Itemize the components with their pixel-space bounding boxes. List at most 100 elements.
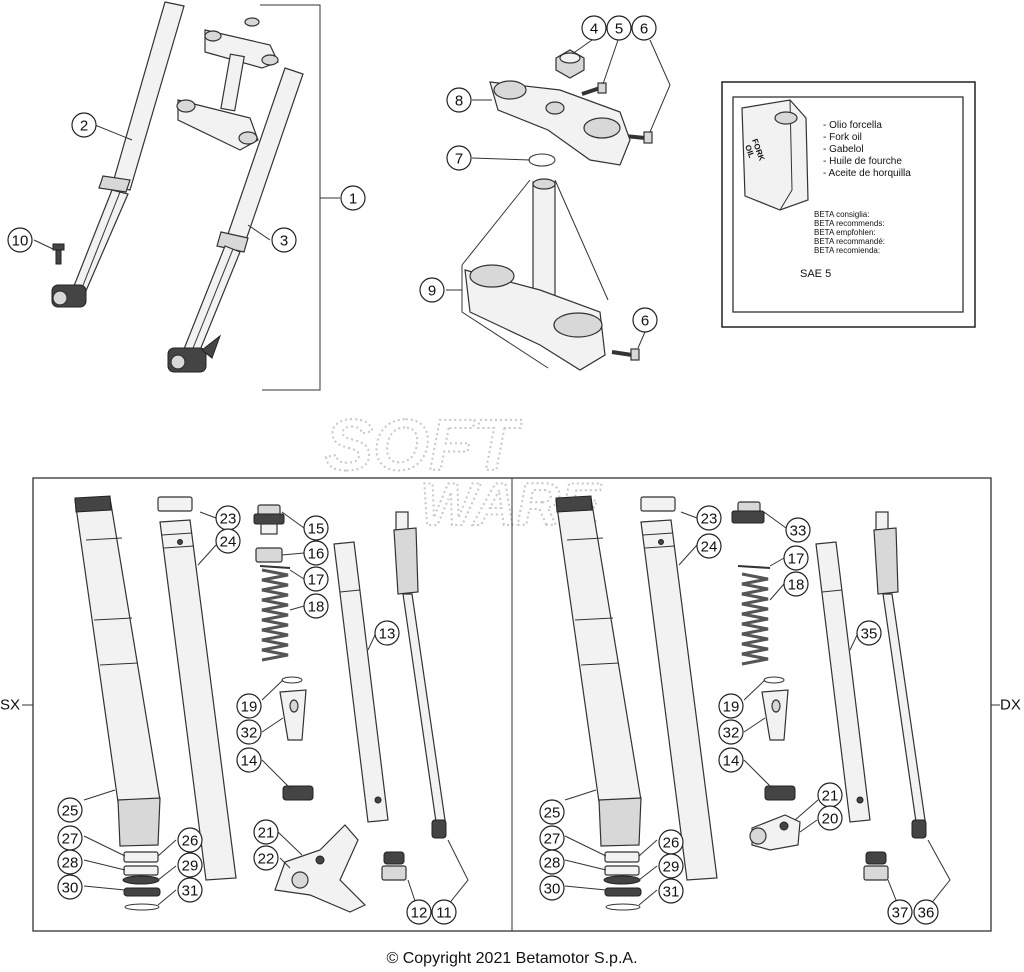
callout-number: 21	[822, 788, 839, 805]
callout-number: 14	[241, 753, 258, 770]
callout-number: 14	[723, 753, 740, 770]
callout-number: 15	[308, 521, 325, 538]
callout-circle	[658, 878, 684, 904]
callout-number: 6	[640, 21, 648, 38]
callout-circle	[177, 877, 203, 903]
callout-circle	[539, 849, 565, 875]
triple-clamp-assembly	[176, 17, 279, 151]
callout-c9: 9	[419, 277, 445, 303]
callout-r37: 37	[887, 899, 913, 925]
callout-number: 5	[615, 21, 623, 38]
callout-l11: 11	[431, 899, 457, 925]
callout-number: 27	[544, 831, 561, 848]
dx-foot-20	[749, 814, 801, 851]
callout-number: 37	[892, 905, 909, 922]
callout-circle	[177, 827, 203, 853]
callout-l13: 13	[374, 620, 400, 646]
oil-name-es: - Aceite de horquilla	[823, 168, 911, 179]
callout-circle	[406, 899, 432, 925]
callout-number: 33	[790, 523, 807, 540]
bolt-5	[581, 82, 607, 96]
callout-number: 1	[349, 191, 357, 208]
callout-number: 19	[241, 699, 258, 716]
o-ring-7	[528, 153, 556, 167]
callout-circle	[658, 853, 684, 879]
callout-circle	[817, 805, 843, 831]
oil-name-de: - Gabelol	[823, 144, 864, 155]
callout-r25: 25	[539, 799, 565, 825]
dx-spring	[741, 572, 769, 666]
callout-circle	[783, 571, 809, 597]
callout-r14: 14	[718, 747, 744, 773]
callout-number: 18	[308, 599, 325, 616]
callout-l24: 24	[215, 528, 241, 554]
callout-number: 32	[723, 725, 740, 742]
callout-number: 17	[308, 572, 325, 589]
callout-l29: 29	[177, 852, 203, 878]
callout-circle	[236, 719, 262, 745]
callout-circle	[253, 819, 279, 845]
oil-name-fr: - Huile de fourche	[823, 156, 902, 167]
oil-can-label-2: OIL	[743, 144, 756, 160]
callout-number: 36	[918, 905, 935, 922]
callout-r26: 26	[658, 829, 684, 855]
callout-number: 23	[701, 511, 718, 528]
callout-c7: 7	[446, 145, 472, 171]
callout-l30: 30	[57, 874, 83, 900]
callout-l26: 26	[177, 827, 203, 853]
callout-circle	[446, 145, 472, 171]
callout-circle	[913, 899, 939, 925]
callout-c4: 4	[581, 15, 607, 41]
callout-l19: 19	[236, 693, 262, 719]
callout-circle	[632, 307, 658, 333]
callout-circle	[303, 515, 329, 541]
callout-number: 28	[544, 855, 561, 872]
callout-r24: 24	[696, 533, 722, 559]
callout-number: 24	[220, 534, 237, 551]
lower-clamp-9	[461, 178, 609, 371]
upper-clamp-8	[489, 80, 631, 166]
callout-number: 29	[182, 858, 199, 875]
callout-l27: 27	[57, 825, 83, 851]
callout-r21: 21	[817, 782, 843, 808]
callout-c5: 5	[606, 15, 632, 41]
dx-fork-cap	[731, 501, 765, 524]
callout-r31: 31	[658, 878, 684, 904]
callout-circle	[446, 87, 472, 113]
callout-r32: 32	[718, 719, 744, 745]
callout-circle	[7, 227, 33, 253]
callout-number: 13	[379, 626, 396, 643]
callout-l32: 32	[236, 719, 262, 745]
callout-circle	[431, 899, 457, 925]
callout-l14: 14	[236, 747, 262, 773]
callout-circle	[887, 899, 913, 925]
callout-circle	[783, 545, 809, 571]
callout-circle	[785, 517, 811, 543]
callout-r36: 36	[913, 899, 939, 925]
fork-oil-info-box: FORK OIL - Olio forcella - Fork oil - Ga…	[721, 81, 976, 328]
oil-can-icon: FORK OIL	[741, 99, 809, 211]
callout-l25: 25	[57, 797, 83, 823]
callout-circle	[581, 15, 607, 41]
callout-number: 29	[663, 859, 680, 876]
callout-number: 18	[788, 577, 805, 594]
callout-number: 19	[723, 699, 740, 716]
sx-valve-12	[381, 851, 407, 881]
callout-l12: 12	[406, 899, 432, 925]
callout-number: 25	[544, 805, 561, 822]
callout-number: 3	[280, 233, 288, 250]
callout-r33: 33	[785, 517, 811, 543]
callout-number: 16	[308, 546, 325, 563]
watermark-line-1: SOFT	[325, 406, 523, 486]
callout-circle	[606, 15, 632, 41]
callout-number: 17	[788, 551, 805, 568]
callout-number: 7	[455, 151, 463, 168]
callout-number: 23	[220, 511, 237, 528]
callout-circle	[631, 15, 657, 41]
callout-l21: 21	[253, 819, 279, 845]
oil-grade: SAE 5	[800, 268, 831, 280]
dx-parts	[555, 495, 951, 911]
fork-assembly-group	[33, 1, 340, 391]
callout-c2: 2	[71, 112, 97, 138]
